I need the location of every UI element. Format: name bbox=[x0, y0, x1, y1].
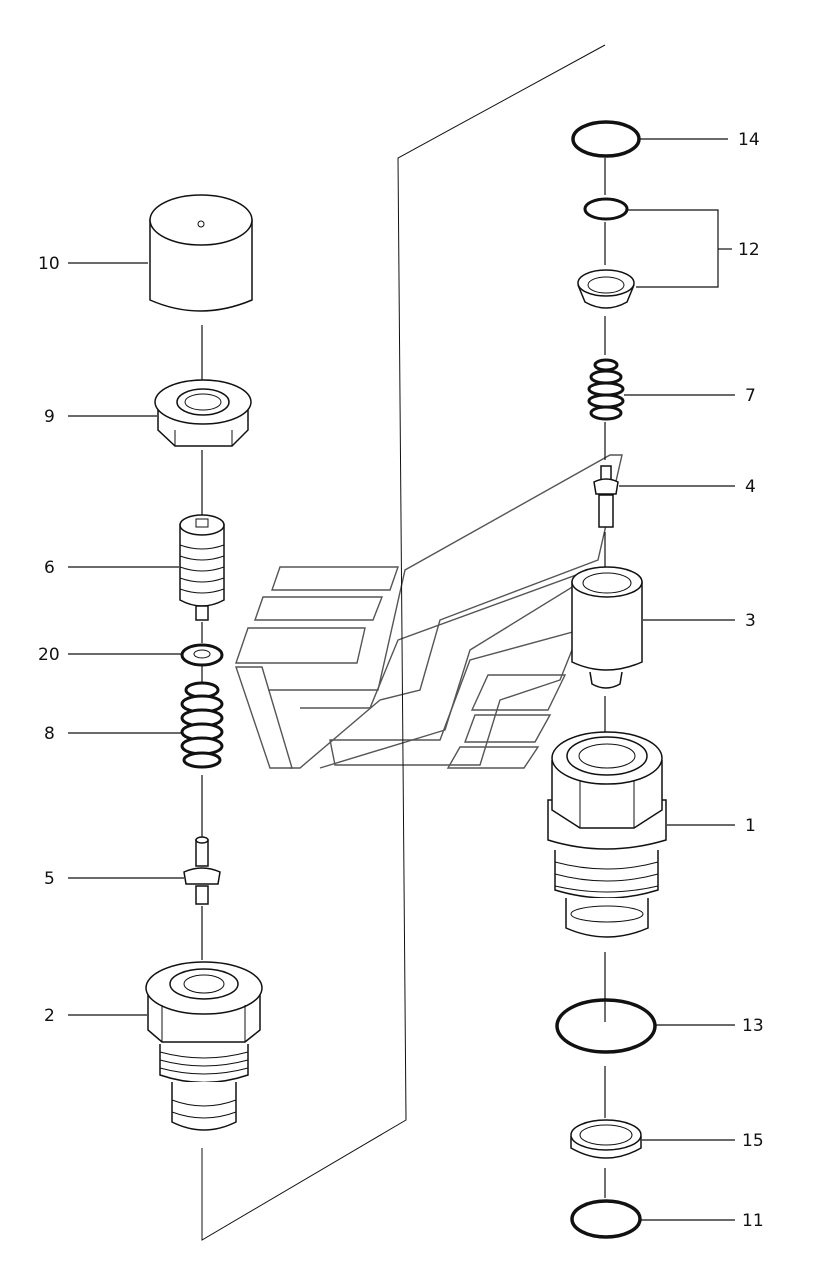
callout-1: 1 bbox=[667, 816, 756, 836]
part-3-sleeve bbox=[571, 566, 643, 689]
callout-4: 4 bbox=[619, 477, 756, 497]
callout-10: 10 bbox=[38, 254, 148, 274]
callout-label-8: 8 bbox=[44, 724, 55, 744]
part-13-o-ring bbox=[555, 998, 657, 1054]
callout-label-4: 4 bbox=[745, 477, 756, 497]
callout-label-7: 7 bbox=[745, 386, 756, 406]
part-2-plug-body bbox=[145, 961, 263, 1131]
callout-label-11: 11 bbox=[742, 1211, 764, 1231]
callout-label-6: 6 bbox=[44, 558, 55, 578]
part-6-adjusting-screw bbox=[179, 514, 225, 621]
callout-5: 5 bbox=[44, 869, 184, 889]
callout-label-20: 20 bbox=[38, 645, 60, 665]
callout-label-15: 15 bbox=[742, 1131, 764, 1151]
callout-8: 8 bbox=[44, 724, 182, 744]
callout-label-1: 1 bbox=[745, 816, 756, 836]
callout-9: 9 bbox=[44, 407, 157, 427]
assembly-connector-line bbox=[201, 44, 606, 1241]
callout-12: 12 bbox=[628, 209, 760, 288]
part-11-o-ring bbox=[570, 1199, 642, 1239]
part-8-spring bbox=[180, 681, 224, 769]
callout-2: 2 bbox=[44, 1006, 147, 1026]
callout-6: 6 bbox=[44, 558, 179, 578]
callout-14: 14 bbox=[640, 130, 760, 150]
part-12-ring bbox=[583, 197, 629, 221]
callout-3: 3 bbox=[643, 611, 756, 631]
callout-label-12: 12 bbox=[738, 240, 760, 260]
part-15-backup-ring bbox=[570, 1119, 642, 1159]
callout-15: 15 bbox=[642, 1131, 764, 1151]
part-4-poppet bbox=[593, 465, 619, 528]
callout-label-2: 2 bbox=[44, 1006, 55, 1026]
callout-label-3: 3 bbox=[745, 611, 756, 631]
part-1-valve-body bbox=[547, 731, 667, 938]
callout-label-13: 13 bbox=[742, 1016, 764, 1036]
part-10-cap bbox=[149, 194, 253, 312]
callout-label-9: 9 bbox=[44, 407, 55, 427]
part-5-poppet bbox=[183, 836, 221, 905]
part-14-o-ring bbox=[571, 120, 641, 158]
part-9-hex-nut bbox=[154, 379, 252, 447]
watermark-logo bbox=[235, 454, 623, 769]
callout-label-5: 5 bbox=[44, 869, 55, 889]
part-7-spring bbox=[587, 358, 625, 421]
callout-7: 7 bbox=[624, 386, 756, 406]
part-12-seat bbox=[577, 269, 635, 309]
part-20-washer bbox=[180, 643, 224, 667]
callout-label-14: 14 bbox=[738, 130, 760, 150]
callout-label-10: 10 bbox=[38, 254, 60, 274]
callout-11: 11 bbox=[641, 1211, 764, 1231]
callout-20: 20 bbox=[38, 645, 182, 665]
callout-13: 13 bbox=[656, 1016, 764, 1036]
